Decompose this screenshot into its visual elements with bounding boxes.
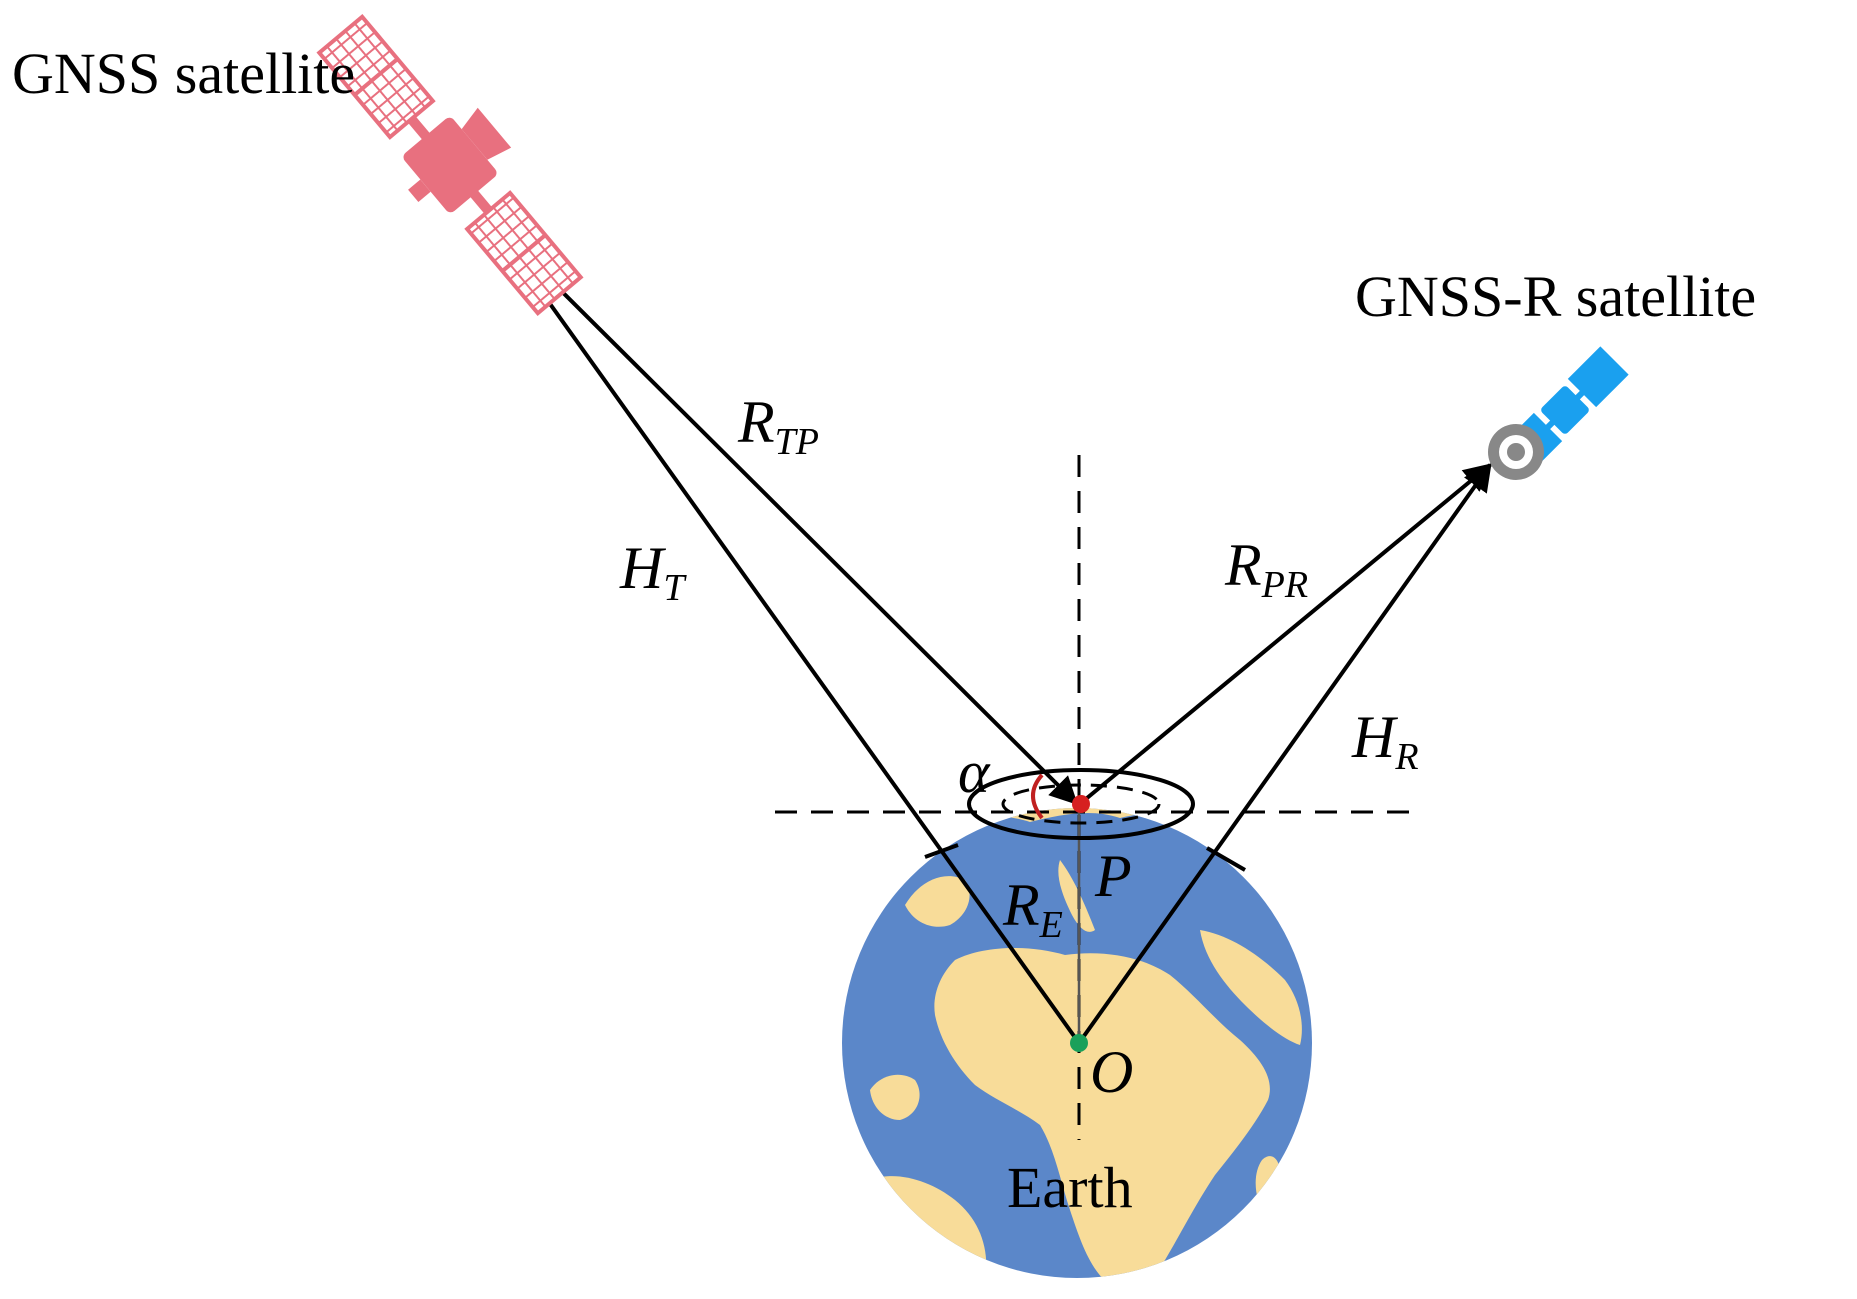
r-tp-sub: TP: [775, 421, 819, 463]
gnssr-antenna-icon: [1488, 424, 1544, 480]
r-pr-line: [1079, 463, 1493, 805]
tangent-tick-left: [924, 843, 959, 859]
r-tp-line: [488, 218, 1078, 805]
alpha-label: α: [958, 739, 991, 805]
h-t-line: [488, 218, 1081, 1045]
o-label: O: [1090, 1039, 1133, 1105]
specular-point-marker: [1072, 795, 1090, 813]
r-pr-main: R: [1224, 532, 1262, 598]
r-tp-main: R: [737, 389, 775, 455]
r-tp-label: RTP: [737, 389, 819, 463]
h-r-line: [1077, 462, 1492, 1045]
r-e-main: R: [1002, 872, 1040, 938]
earth-label: Earth: [1007, 1155, 1133, 1220]
gnss-satellite-icon: [316, 13, 584, 317]
h-t-sub: T: [663, 567, 687, 609]
gnss-satellite-label: GNSS satellite: [12, 41, 355, 106]
r-pr-label: RPR: [1224, 532, 1308, 606]
earth-center-marker: [1070, 1034, 1088, 1052]
glistening-zone: [967, 768, 1195, 840]
h-r-main: H: [1351, 704, 1399, 770]
incidence-angle-arc: [1031, 773, 1044, 820]
r-pr-sub: PR: [1261, 564, 1308, 606]
h-t-label: HT: [619, 535, 687, 609]
tangent-tick-right: [1205, 846, 1247, 872]
h-r-label: HR: [1351, 704, 1419, 778]
p-label: P: [1094, 843, 1132, 909]
h-t-main: H: [619, 535, 667, 601]
h-r-sub: R: [1394, 736, 1418, 778]
r-e-label: RE: [1002, 872, 1063, 946]
r-e-sub: E: [1039, 904, 1063, 946]
gnssr-satellite-label: GNSS-R satellite: [1355, 264, 1756, 329]
